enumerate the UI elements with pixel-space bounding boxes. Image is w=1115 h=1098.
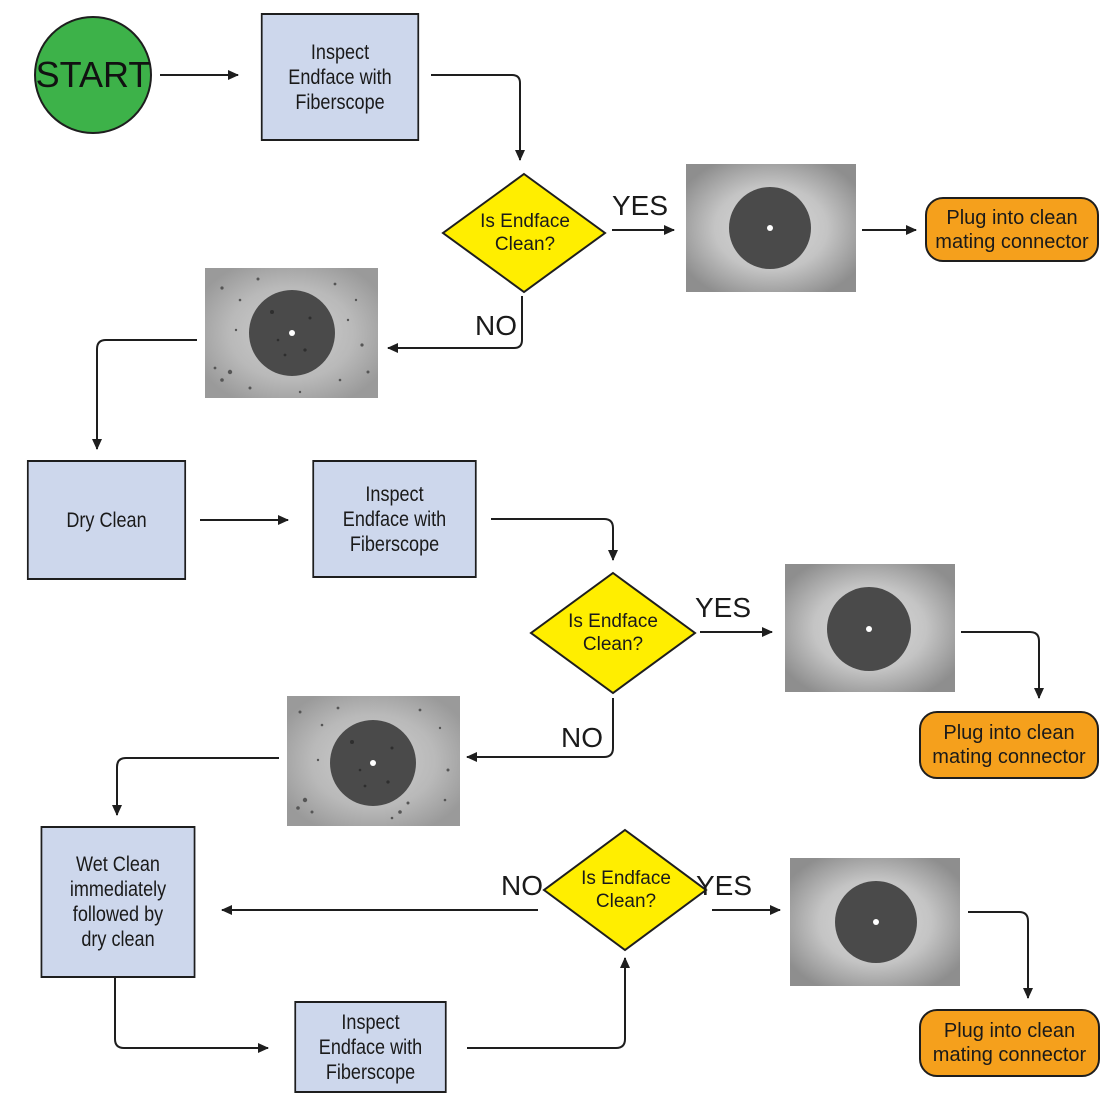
edge-inspect-3-to-decision-3 [467,957,630,1049]
edge-image-2-to-plug-2 [961,631,1044,699]
dirty-endface-image-2 [287,696,460,826]
inspect-label-2: Inspect Endface with Fiberscope [342,482,447,556]
start-label: START [35,54,151,95]
edge-label-no-3: NO [501,870,543,901]
plug-terminal-1: Plug into clean mating connector [925,197,1099,262]
inspect-label-1: Inspect Endface with Fiberscope [288,40,392,114]
edge-dirty-1-to-dry-clean [92,339,197,450]
dirty-endface-image-1 [205,268,378,398]
edge-inspect-2-to-decision-2 [491,518,618,561]
plug-label-3: Plug into clean mating connector [932,1020,1087,1066]
plug-label-2: Plug into clean mating connector [932,722,1086,768]
wet-clean-label: Wet Clean immediately followed by dry cl… [69,853,167,951]
start-node: START [34,16,152,134]
edge-label-no-2: NO [561,722,603,753]
decision-diamond-2 [529,571,697,695]
decision-diamond-3 [542,828,708,952]
edge-label-yes-1: YES [612,190,669,221]
wet-clean-box: Wet Clean immediately followed by dry cl… [40,826,196,978]
plug-terminal-3: Plug into clean mating connector [919,1009,1100,1077]
edge-decision-2-no [466,698,614,762]
edge-label-yes-3: YES [696,870,753,901]
decision-label-1: Is Endface Clean? [480,211,570,255]
plug-terminal-2: Plug into clean mating connector [919,711,1099,779]
edge-image-3-to-plug-3 [968,911,1033,999]
edge-decision-1-no [387,296,523,353]
edge-wet-clean-to-inspect-3 [114,978,269,1053]
decision-diamond-1 [441,172,607,294]
clean-endface-image-2 [785,564,955,692]
edge-label-no-1: NO [475,310,517,341]
edge-dirty-2-to-wet-clean [112,757,279,816]
inspect-box-2: Inspect Endface with Fiberscope [312,460,477,578]
edge-label-yes-2: YES [695,592,752,623]
edge-inspect-1-to-decision-1 [431,74,525,161]
inspect-label-3: Inspect Endface with Fiberscope [318,1010,423,1084]
decision-label-2: Is Endface Clean? [568,611,658,655]
plug-label-1: Plug into clean mating connector [935,206,1089,253]
dry-clean-box: Dry Clean [26,460,187,580]
inspect-box-1: Inspect Endface with Fiberscope [260,13,420,141]
clean-endface-image-3 [790,858,960,986]
clean-endface-image-1 [686,164,856,292]
decision-label-3: Is Endface Clean? [581,868,671,912]
inspect-box-3: Inspect Endface with Fiberscope [294,1001,447,1093]
dry-clean-label: Dry Clean [66,508,147,532]
